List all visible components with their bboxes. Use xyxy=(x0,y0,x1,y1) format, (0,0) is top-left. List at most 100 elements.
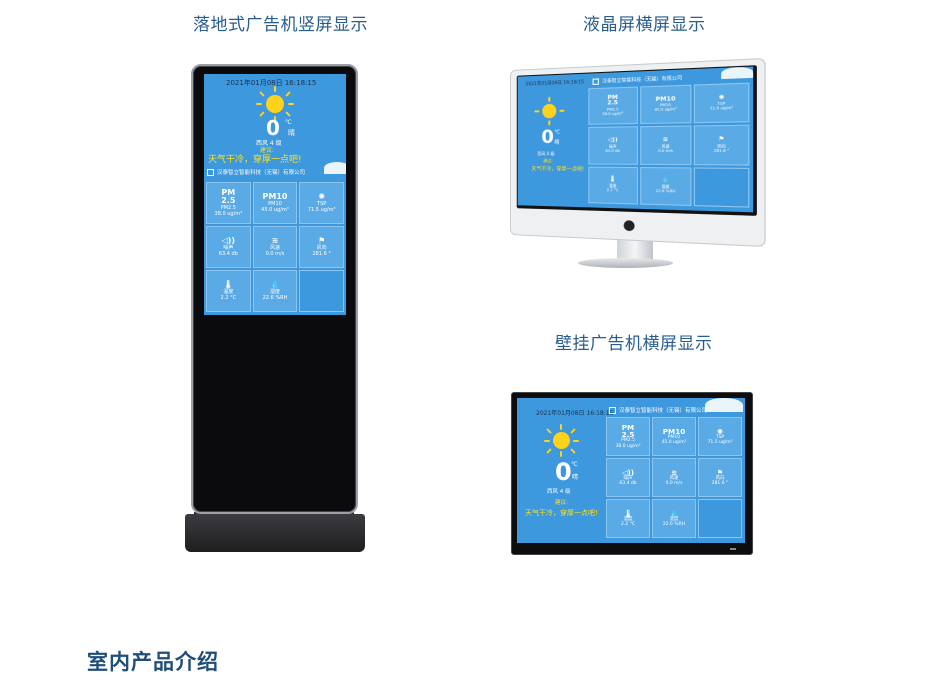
wall-screen: 2021年01月08日 16:18:15 汉泰智立智能科技（无锡）有限公司 0 … xyxy=(517,398,745,543)
wind-speed-icon: ≋ xyxy=(670,467,678,477)
weather-datetime: 2021年01月08日 16:18:15 xyxy=(226,79,317,87)
weather-tip-label: 建议: xyxy=(260,147,275,154)
apple-logo-icon xyxy=(623,220,635,232)
weather-tip-label: 建议: xyxy=(555,500,568,506)
pm10-icon: PM10 xyxy=(662,426,686,436)
pm25-icon: PM 2.5 xyxy=(621,422,635,440)
wind-speed-icon: ≋ xyxy=(271,236,279,245)
home-icon xyxy=(609,406,616,414)
weather-unit: ℃ xyxy=(285,119,292,126)
weather-datetime: 2021年01月08日 16:18:15 xyxy=(525,80,585,88)
sensor-name: 温度 xyxy=(223,289,234,295)
sensor-name: TSP xyxy=(317,201,327,207)
sensor-value: 281.6 ° xyxy=(713,148,730,153)
empty-tile xyxy=(698,499,742,538)
sensor-value: 22.6 %RH xyxy=(262,295,288,301)
sensor-value: 2.2 °C xyxy=(621,522,635,528)
monitor-frame: 2021年01月08日 16:18:15 汉泰智立智能科技（无锡）有限公司 0 … xyxy=(510,57,766,248)
home-icon xyxy=(592,78,599,85)
company-label: 汉泰智立智能科技（无锡）有限公司 xyxy=(217,170,306,176)
sensor-value: 38.0 ug/m³ xyxy=(602,111,624,117)
wall-caption: 壁挂广告机横屏显示 xyxy=(555,334,713,354)
pm10-icon: PM10 xyxy=(262,192,288,201)
noise-icon: ◁)) xyxy=(621,467,635,477)
temperature-icon: 🌡 xyxy=(223,280,234,289)
sensor-value: 0.0 m/s xyxy=(658,148,673,153)
sensor-value: 71.5 ug/m³ xyxy=(707,440,733,446)
sensor-name: PM10 xyxy=(667,434,681,440)
sensor-value: 2.2 °C xyxy=(220,295,237,301)
sensor-value: 63.4 db xyxy=(218,251,238,257)
weather-temperature: 0 xyxy=(266,116,280,140)
weather-temperature: 0 xyxy=(555,458,572,486)
kiosk-screen: 2021年01月08日 16:18:15 0 ℃ 晴 西风 4 级 建议: 天气… xyxy=(204,74,346,315)
kiosk-caption: 落地式广告机竖屏显示 xyxy=(193,15,368,35)
weather-wind: 西风 4 级 xyxy=(256,140,282,147)
weather-condition: 晴 xyxy=(288,129,295,137)
sun-icon xyxy=(518,66,753,126)
empty-tile xyxy=(299,270,344,312)
sensor-value: 281.6 ° xyxy=(711,481,729,487)
cloud-icon xyxy=(721,66,754,80)
weather-unit: ℃ xyxy=(571,461,578,468)
sensor-value: 38.0 ug/m³ xyxy=(214,211,243,217)
wind-direction-icon: ⚑ xyxy=(318,236,326,245)
sensor-name: 湿度 xyxy=(669,516,679,522)
sensor-name: 风速 xyxy=(269,245,280,251)
temperature-icon: 🌡 xyxy=(623,508,633,518)
sensor-name: PM2.5 xyxy=(621,438,635,444)
kiosk-base xyxy=(185,514,365,552)
weather-condition: 晴 xyxy=(554,139,560,146)
sensor-value: 45.0 ug/m³ xyxy=(261,207,289,213)
sensor-value: 45.0 ug/m³ xyxy=(661,440,687,446)
empty-tile xyxy=(694,167,750,208)
indicator-light xyxy=(730,548,736,550)
wind-direction-icon: ⚑ xyxy=(716,467,724,477)
weather-temperature: 0 xyxy=(541,126,554,148)
sensor-name: 噪声 xyxy=(223,245,234,251)
weather-condition: 晴 xyxy=(572,474,579,481)
sensor-name: 风向 xyxy=(715,475,725,481)
sensor-value: 63.4 db xyxy=(605,148,620,153)
sensor-name: 噪声 xyxy=(623,475,633,481)
weather-tip: 天气干冷，穿厚一点吧! xyxy=(531,166,585,173)
home-icon xyxy=(207,168,214,176)
sensor-value: 38.0 ug/m³ xyxy=(615,443,641,449)
sensor-name: 湿度 xyxy=(269,289,280,295)
weather-unit: ℃ xyxy=(554,129,561,136)
monitor-screen: 2021年01月08日 16:18:15 汉泰智立智能科技（无锡）有限公司 0 … xyxy=(517,66,754,213)
humidity-icon: 💧 xyxy=(669,508,679,518)
sensor-name: PM2.5 xyxy=(220,205,236,211)
sensor-name: 风速 xyxy=(669,475,679,481)
sensor-value: 22.6 %RH xyxy=(655,188,676,194)
sensor-value: 2.2 °C xyxy=(606,187,619,193)
humidity-icon: 💧 xyxy=(270,280,280,289)
pm25-icon: PM 2.5 xyxy=(607,94,618,108)
monitor-foot xyxy=(578,258,673,268)
weather-tip-label: 建议: xyxy=(543,158,553,164)
sensor-value: 45.0 ug/m³ xyxy=(654,107,677,113)
weather-wind: 西风 4 级 xyxy=(537,150,555,157)
sensor-value: 0.0 m/s xyxy=(265,251,285,257)
sensor-value: 281.6 ° xyxy=(312,251,331,257)
cloud-icon xyxy=(324,162,346,174)
section-title: 室内产品介绍 xyxy=(87,650,219,674)
